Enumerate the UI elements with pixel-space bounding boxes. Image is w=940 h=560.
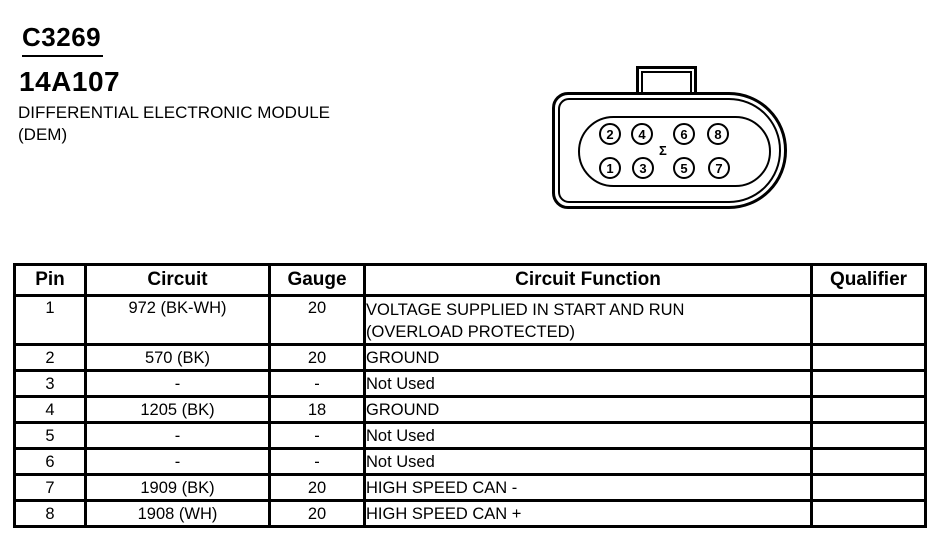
cell-circuit-function: GROUND (363, 343, 813, 372)
cell-gauge: - (268, 447, 366, 476)
cell-circuit-function: Not Used (363, 369, 813, 398)
part-number: 14A107 (19, 66, 121, 97)
cell-circuit: - (84, 421, 271, 450)
cell-gauge: 20 (268, 343, 366, 372)
sigma-symbol: Σ (659, 143, 667, 158)
cell-circuit: 972 (BK-WH) (84, 294, 271, 346)
cell-pin: 3 (13, 369, 87, 398)
table-row-pin-5: 5 - - Not Used (13, 421, 927, 450)
cell-qualifier (810, 294, 927, 346)
table-row-pin-2: 2 570 (BK) 20 GROUND (13, 343, 927, 372)
table-row-pin-1: 1 972 (BK-WH) 20 VOLTAGE SUPPLIED IN STA… (13, 294, 927, 346)
pinout-table: Pin Circuit Gauge Circuit Function Quali… (13, 263, 927, 528)
cell-circuit: 1909 (BK) (84, 473, 271, 502)
cell-pin: 2 (13, 343, 87, 372)
column-header-gauge: Gauge (268, 263, 366, 297)
table-row-pin-7: 7 1909 (BK) 20 HIGH SPEED CAN - (13, 473, 927, 502)
pin-cavity-4: 4 (631, 123, 653, 145)
cell-qualifier (810, 343, 927, 372)
cell-pin: 4 (13, 395, 87, 424)
cell-pin: 1 (13, 294, 87, 346)
cell-circuit-function: HIGH SPEED CAN + (363, 499, 813, 528)
component-name: DIFFERENTIAL ELECTRONIC MODULE (DEM) (18, 103, 331, 144)
pin-cavity-7: 7 (708, 157, 730, 179)
pin-cavity-1: 1 (599, 157, 621, 179)
column-header-pin: Pin (13, 263, 87, 297)
cell-pin: 6 (13, 447, 87, 476)
cell-pin: 8 (13, 499, 87, 528)
pin-cavity-5: 5 (673, 157, 695, 179)
cell-circuit: 1908 (WH) (84, 499, 271, 528)
cell-gauge: 20 (268, 473, 366, 502)
cell-circuit: 1205 (BK) (84, 395, 271, 424)
cell-qualifier (810, 369, 927, 398)
table-row-pin-4: 4 1205 (BK) 18 GROUND (13, 395, 927, 424)
cell-gauge: 18 (268, 395, 366, 424)
connector-body-inner-outline (558, 98, 781, 203)
cell-circuit-function: HIGH SPEED CAN - (363, 473, 813, 502)
cell-circuit: - (84, 369, 271, 398)
cell-circuit-function: GROUND (363, 395, 813, 424)
table-row-pin-3: 3 - - Not Used (13, 369, 927, 398)
cell-qualifier (810, 499, 927, 528)
cell-qualifier (810, 421, 927, 450)
cell-gauge: - (268, 369, 366, 398)
table-row-pin-8: 8 1908 (WH) 20 HIGH SPEED CAN + (13, 499, 927, 528)
pin-cavity-2: 2 (599, 123, 621, 145)
pin-cavity-6: 6 (673, 123, 695, 145)
column-header-qualifier: Qualifier (810, 263, 927, 297)
cell-circuit: - (84, 447, 271, 476)
cell-qualifier (810, 395, 927, 424)
cell-circuit: 570 (BK) (84, 343, 271, 372)
cell-circuit-function: Not Used (363, 447, 813, 476)
cell-gauge: 20 (268, 294, 366, 346)
connector-id: C3269 (22, 22, 104, 57)
table-row-pin-6: 6 - - Not Used (13, 447, 927, 476)
pin-cavity-3: 3 (632, 157, 654, 179)
header-row: Pin Circuit Gauge Circuit Function Quali… (13, 263, 927, 297)
cell-pin: 7 (13, 473, 87, 502)
cell-qualifier (810, 447, 927, 476)
cell-pin: 5 (13, 421, 87, 450)
cell-circuit-function: Not Used (363, 421, 813, 450)
cell-qualifier (810, 473, 927, 502)
cell-circuit-function: VOLTAGE SUPPLIED IN START AND RUN (OVERL… (363, 294, 813, 346)
cell-gauge: - (268, 421, 366, 450)
column-header-circuit-function: Circuit Function (363, 263, 813, 297)
column-header-circuit: Circuit (84, 263, 271, 297)
pin-cavity-8: 8 (707, 123, 729, 145)
cell-gauge: 20 (268, 499, 366, 528)
